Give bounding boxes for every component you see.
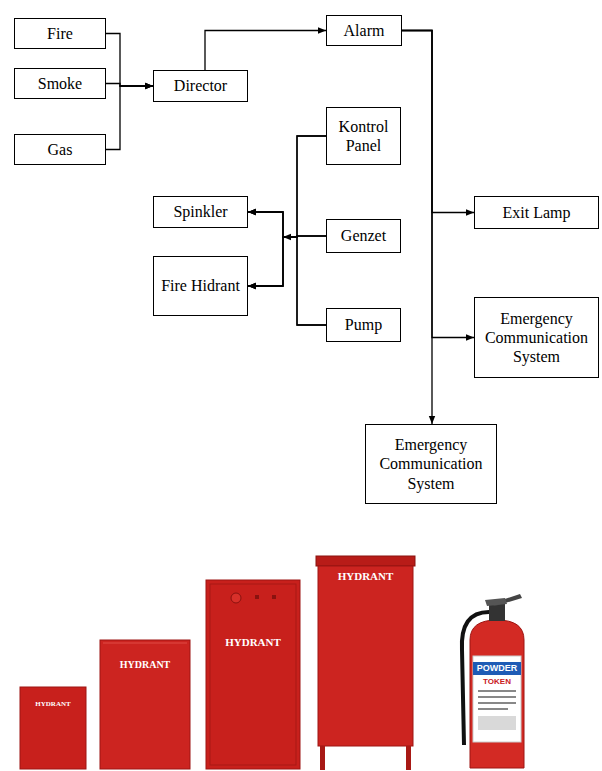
cabinet-label: HYDRANT bbox=[318, 570, 413, 582]
hydrant-cabinet bbox=[100, 640, 190, 769]
box-label: Genzet bbox=[341, 226, 386, 245]
box-label: Pump bbox=[345, 315, 382, 334]
process-box: Smoke bbox=[14, 68, 106, 99]
process-box: Spinkler bbox=[153, 196, 248, 228]
box-label: Director bbox=[174, 76, 227, 95]
fire-extinguisher bbox=[470, 620, 524, 768]
box-label: Fire Hidrant bbox=[161, 276, 240, 295]
box-label: Emergency Communication System bbox=[481, 309, 592, 367]
box-label: Fire bbox=[47, 24, 73, 43]
extinguisher-label: POWDER bbox=[473, 663, 521, 673]
box-label: Kontrol Panel bbox=[333, 117, 394, 155]
cabinet-label: HYDRANT bbox=[20, 700, 86, 708]
process-box: Fire bbox=[14, 18, 106, 49]
process-box: Exit Lamp bbox=[474, 196, 599, 229]
process-box: Emergency Communication System bbox=[474, 297, 599, 378]
flow-connector bbox=[248, 236, 326, 286]
flow-connector bbox=[402, 31, 474, 338]
cabinet-label: HYDRANT bbox=[100, 659, 190, 670]
process-box: Director bbox=[153, 70, 248, 102]
flow-connector bbox=[106, 86, 153, 150]
hydrant-cabinet bbox=[316, 556, 415, 566]
hydrant-cabinet bbox=[20, 687, 86, 769]
extinguisher-label: TOKEN bbox=[473, 677, 521, 686]
process-box: Fire Hidrant bbox=[153, 256, 248, 316]
process-box: Genzet bbox=[326, 219, 401, 253]
flow-connector bbox=[248, 237, 326, 325]
box-label: Spinkler bbox=[173, 202, 227, 221]
box-label: Alarm bbox=[344, 21, 385, 40]
flow-connector bbox=[248, 136, 326, 237]
process-box: Gas bbox=[14, 134, 106, 165]
flow-connector bbox=[248, 212, 326, 325]
box-label: Exit Lamp bbox=[503, 203, 571, 222]
process-box: Pump bbox=[326, 308, 401, 342]
flow-connector bbox=[106, 34, 153, 87]
flow-connector bbox=[205, 31, 326, 71]
flow-connector bbox=[248, 136, 326, 286]
box-label: Emergency Communication System bbox=[372, 435, 490, 493]
flow-connector bbox=[402, 31, 474, 213]
box-label: Gas bbox=[48, 140, 73, 159]
process-box: Kontrol Panel bbox=[326, 107, 401, 165]
box-label: Smoke bbox=[38, 74, 82, 93]
process-box: Emergency Communication System bbox=[365, 424, 497, 504]
flow-connector bbox=[248, 212, 326, 237]
process-box: Alarm bbox=[326, 15, 402, 46]
hydrant-cabinet bbox=[206, 580, 300, 769]
cabinet-label: HYDRANT bbox=[206, 636, 300, 648]
flow-connector bbox=[402, 31, 432, 425]
